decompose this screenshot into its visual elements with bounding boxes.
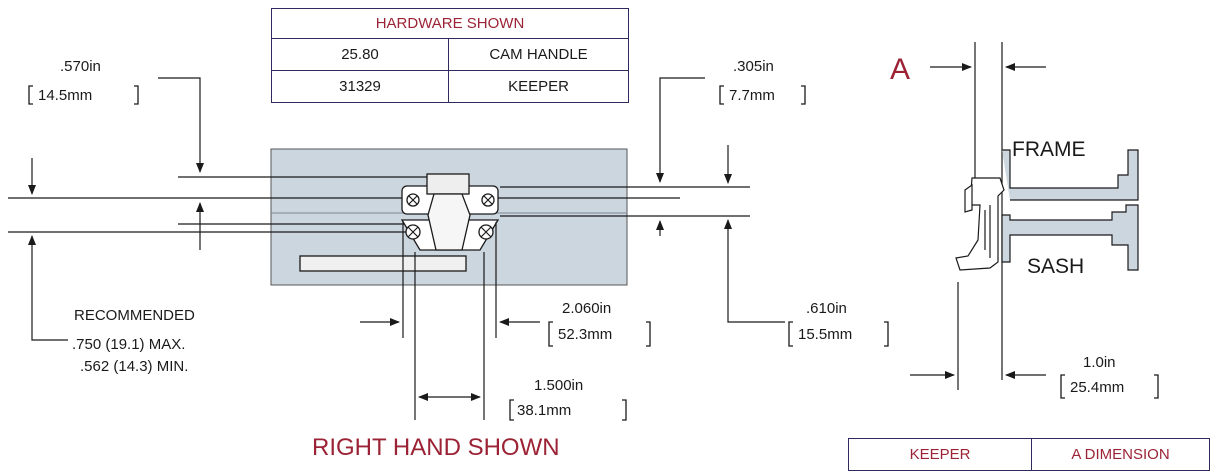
caption: RIGHT HAND SHOWN	[312, 434, 560, 461]
dim-610-mm: 15.5mm	[798, 326, 853, 343]
dim-305-in: .305in	[733, 58, 774, 75]
recommended-min: .562 (14.3) MIN.	[80, 358, 189, 375]
a-dimension-column-header: A DIMENSION	[1031, 438, 1210, 471]
dim-2060-mm: 52.3mm	[558, 326, 613, 343]
section-marker: A	[890, 53, 911, 86]
dim-570-mm: 14.5mm	[38, 87, 93, 104]
part-number: 31329	[271, 70, 449, 103]
section-view	[910, 42, 1139, 390]
dim-570-leader	[158, 77, 204, 250]
dim-1500-in: 1.500in	[534, 377, 584, 394]
sash-label: SASH	[1027, 255, 1085, 278]
dim-10-in: 1.0in	[1083, 354, 1116, 371]
hardware-table: HARDWARE SHOWN 25.80 CAM HANDLE 31329 KE…	[271, 8, 629, 103]
vertical-extension-lines	[402, 222, 497, 420]
dim-10-mm: 25.4mm	[1070, 379, 1125, 396]
mm-brackets	[28, 85, 1159, 421]
keeper-column-header: KEEPER	[848, 438, 1032, 471]
part-name: KEEPER	[448, 70, 629, 103]
frame-label: FRAME	[1012, 138, 1086, 161]
dim-610-in: .610in	[806, 300, 847, 317]
dim-570-in: .570in	[60, 58, 101, 75]
table-row: 31329 KEEPER	[271, 70, 629, 103]
part-number: 25.80	[271, 38, 449, 71]
cam-handle-hardware	[299, 173, 500, 272]
keeper-dimension-table: KEEPER A DIMENSION	[848, 438, 1210, 471]
recommended-max: .750 (19.1) MAX.	[72, 336, 186, 353]
recommended-title: RECOMMENDED	[74, 307, 195, 324]
table-row: 25.80 CAM HANDLE	[271, 38, 629, 71]
hardware-table-header: HARDWARE SHOWN	[271, 8, 629, 39]
recommended-leader	[28, 158, 68, 341]
part-name: CAM HANDLE	[448, 38, 629, 71]
dim-1500-mm: 38.1mm	[517, 402, 572, 419]
dim-2060-in: 2.060in	[562, 300, 612, 317]
dim-305-mm: 7.7mm	[729, 87, 775, 104]
dim-610-leader	[724, 145, 785, 323]
dim-305-leader	[656, 77, 705, 236]
extension-lines	[8, 176, 750, 233]
